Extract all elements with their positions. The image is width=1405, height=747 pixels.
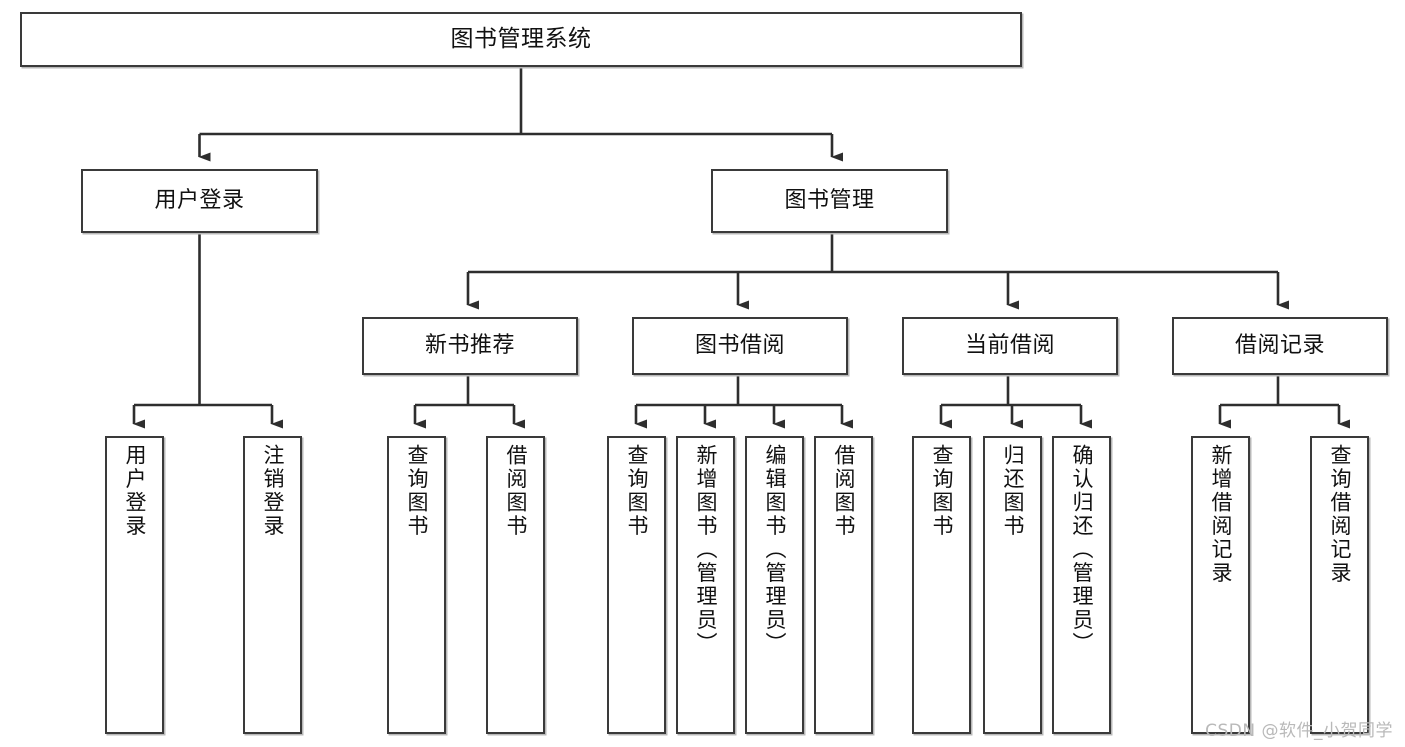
leaf-borrow-book-1[interactable]: 借阅图书: [486, 436, 545, 734]
node-label: 新书推荐: [424, 333, 515, 359]
node-label: 当前借阅: [964, 333, 1055, 359]
leaf-query-borrow-record[interactable]: 查询借阅记录: [1310, 436, 1369, 734]
leaf-user-logout[interactable]: 注销登录: [243, 436, 302, 734]
node-borrow-record[interactable]: 借阅记录: [1172, 317, 1388, 375]
leaf-query-book-1[interactable]: 查询图书: [387, 436, 446, 734]
node-label: 编辑图书（管理员）: [763, 444, 787, 656]
node-label: 用户登录: [154, 188, 245, 214]
node-label: 图书管理: [784, 188, 875, 214]
csdn-watermark: CSDN @软件_小贺同学: [1205, 721, 1393, 741]
leaf-user-login[interactable]: 用户登录: [105, 436, 164, 734]
node-user-login[interactable]: 用户登录: [81, 169, 318, 233]
node-label: 查询图书: [405, 444, 429, 538]
leaf-return-book[interactable]: 归还图书: [983, 436, 1042, 734]
leaf-query-book-3[interactable]: 查询图书: [912, 436, 971, 734]
node-label: 归还图书: [1001, 444, 1025, 538]
node-label: 借阅记录: [1234, 333, 1325, 359]
node-label: 借阅图书: [504, 444, 528, 538]
node-book-borrow[interactable]: 图书借阅: [632, 317, 848, 375]
node-new-book-rec[interactable]: 新书推荐: [362, 317, 578, 375]
leaf-query-book-2[interactable]: 查询图书: [607, 436, 666, 734]
node-label: 新增借阅记录: [1209, 444, 1233, 585]
leaf-confirm-return-admin[interactable]: 确认归还（管理员）: [1052, 436, 1111, 734]
node-label: 用户登录: [123, 444, 147, 538]
node-label: 新增图书（管理员）: [694, 444, 718, 656]
node-label: 查询图书: [930, 444, 954, 538]
leaf-add-book-admin[interactable]: 新增图书（管理员）: [676, 436, 735, 734]
node-label: 图书借阅: [694, 333, 785, 359]
node-current-borrow[interactable]: 当前借阅: [902, 317, 1118, 375]
node-book-manage[interactable]: 图书管理: [711, 169, 948, 233]
node-label: 注销登录: [261, 444, 285, 538]
node-label: 确认归还（管理员）: [1070, 444, 1094, 656]
node-root-system[interactable]: 图书管理系统: [20, 12, 1022, 67]
node-label: 查询借阅记录: [1328, 444, 1352, 585]
node-label: 查询图书: [625, 444, 649, 538]
leaf-edit-book-admin[interactable]: 编辑图书（管理员）: [745, 436, 804, 734]
leaf-borrow-book-2[interactable]: 借阅图书: [814, 436, 873, 734]
node-label: 借阅图书: [832, 444, 856, 538]
leaf-add-borrow-record[interactable]: 新增借阅记录: [1191, 436, 1250, 734]
node-label: 图书管理系统: [450, 25, 592, 52]
